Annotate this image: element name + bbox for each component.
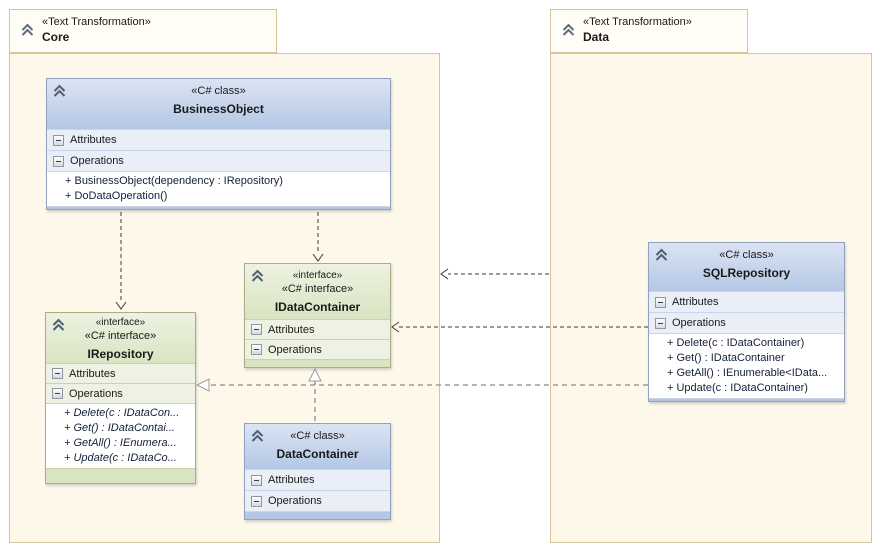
operations-label: Operations bbox=[268, 343, 322, 356]
attributes-section-header[interactable]: Attributes bbox=[46, 363, 195, 383]
class-header: «interface» «C# interface» IDataContaine… bbox=[245, 264, 390, 319]
operation-item[interactable]: + GetAll() : IEnumerable<IData... bbox=[667, 367, 828, 379]
operations-list: + BusinessObject(dependency : IRepositor… bbox=[47, 171, 390, 206]
class-stereotype: «C# class» bbox=[719, 249, 774, 261]
collapse-minus-icon[interactable] bbox=[52, 388, 63, 399]
class-name: SQLRepository bbox=[702, 266, 791, 280]
class-name: DataContainer bbox=[276, 447, 359, 461]
collapse-minus-icon[interactable] bbox=[655, 296, 666, 308]
operation-item[interactable]: + BusinessObject(dependency : IRepositor… bbox=[65, 175, 283, 187]
class-name: IDataContainer bbox=[274, 300, 361, 314]
collapse-minus-icon[interactable] bbox=[53, 155, 64, 167]
dependency-arrow-businessobject-to-irepository[interactable] bbox=[115, 212, 127, 310]
attributes-label: Attributes bbox=[70, 134, 117, 146]
attributes-section-header[interactable]: Attributes bbox=[245, 469, 390, 490]
open-arrowhead-icon bbox=[391, 321, 400, 333]
operations-label: Operations bbox=[70, 155, 124, 167]
package-stereotype: «Text Transformation» bbox=[42, 16, 151, 28]
operation-item[interactable]: + GetAll() : IEnumera... bbox=[64, 437, 177, 449]
class-box-sqlrepository[interactable]: «C# class» SQLRepository Attributes Oper… bbox=[648, 242, 845, 402]
realization-arrow-sqlrepository-to-irepository[interactable] bbox=[195, 378, 648, 392]
attributes-section-header[interactable]: Attributes bbox=[245, 319, 390, 339]
class-header: «C# class» DataContainer bbox=[245, 424, 390, 469]
collapse-minus-icon[interactable] bbox=[251, 344, 262, 355]
operation-item[interactable]: + DoDataOperation() bbox=[65, 190, 168, 202]
interface-box-idatacontainer[interactable]: «interface» «C# interface» IDataContaine… bbox=[244, 263, 391, 368]
class-header: «C# class» SQLRepository bbox=[649, 243, 844, 291]
class-stereotype: «C# interface» bbox=[281, 283, 354, 295]
package-name: Core bbox=[42, 30, 70, 44]
dependency-arrow-businessobject-to-idatacontainer[interactable] bbox=[312, 212, 324, 262]
operation-item[interactable]: + Delete(c : IDataContainer) bbox=[667, 337, 805, 349]
class-footer-bar bbox=[46, 468, 195, 483]
package-data-tab[interactable]: «Text Transformation» Data bbox=[550, 9, 748, 53]
operation-item[interactable]: + Get() : IDataContai... bbox=[64, 422, 175, 434]
class-header: «C# class» BusinessObject bbox=[47, 79, 390, 129]
operation-item[interactable]: + Update(c : IDataCo... bbox=[64, 452, 177, 464]
operations-label: Operations bbox=[69, 387, 123, 400]
class-footer-bar bbox=[245, 511, 390, 519]
collapse-chevron-icon[interactable] bbox=[51, 318, 66, 337]
attributes-section-header[interactable]: Attributes bbox=[649, 291, 844, 312]
operations-section-header[interactable]: Operations bbox=[245, 339, 390, 359]
class-box-businessobject[interactable]: «C# class» BusinessObject Attributes Ope… bbox=[46, 78, 391, 210]
class-footer-bar bbox=[47, 206, 390, 209]
class-header: «interface» «C# interface» IRepository bbox=[46, 313, 195, 363]
package-core-tab[interactable]: «Text Transformation» Core bbox=[9, 9, 277, 53]
package-stereotype: «Text Transformation» bbox=[583, 16, 692, 28]
operation-item[interactable]: + Delete(c : IDataCon... bbox=[64, 407, 180, 419]
collapse-minus-icon[interactable] bbox=[251, 324, 262, 335]
collapse-minus-icon[interactable] bbox=[251, 474, 262, 486]
collapse-minus-icon[interactable] bbox=[655, 317, 666, 329]
operations-section-header[interactable]: Operations bbox=[245, 490, 390, 511]
operations-label: Operations bbox=[268, 495, 322, 507]
interface-stereotype: «interface» bbox=[292, 270, 343, 281]
package-name: Data bbox=[583, 30, 610, 44]
attributes-label: Attributes bbox=[672, 296, 719, 308]
realization-arrow-datacontainer-to-idatacontainer[interactable] bbox=[308, 367, 322, 421]
collapse-minus-icon[interactable] bbox=[52, 368, 63, 379]
class-name: BusinessObject bbox=[173, 102, 264, 116]
collapse-minus-icon[interactable] bbox=[53, 134, 64, 146]
operation-item[interactable]: + Update(c : IDataContainer) bbox=[667, 382, 808, 394]
dependency-arrow-data-package-to-core-package[interactable] bbox=[440, 268, 549, 280]
interface-stereotype: «interface» bbox=[95, 317, 146, 328]
operations-section-header[interactable]: Operations bbox=[46, 383, 195, 403]
class-footer-bar bbox=[245, 359, 390, 367]
open-arrowhead-icon bbox=[312, 253, 324, 262]
operations-label: Operations bbox=[672, 317, 726, 329]
attributes-label: Attributes bbox=[268, 474, 315, 486]
hollow-triangle-arrowhead-icon bbox=[308, 367, 322, 382]
class-stereotype: «C# class» bbox=[191, 85, 246, 97]
attributes-label: Attributes bbox=[69, 367, 116, 380]
class-box-datacontainer[interactable]: «C# class» DataContainer Attributes Oper… bbox=[244, 423, 391, 520]
collapse-chevron-icon[interactable] bbox=[654, 248, 669, 267]
class-name: IRepository bbox=[87, 347, 154, 361]
operations-list: + Delete(c : IDataCon... + Get() : IData… bbox=[46, 403, 195, 468]
class-footer-bar bbox=[649, 398, 844, 401]
collapse-chevron-icon[interactable] bbox=[52, 84, 67, 103]
collapse-chevron-icon[interactable] bbox=[250, 429, 265, 448]
collapse-chevron-icon[interactable] bbox=[561, 23, 576, 42]
operation-item[interactable]: + Get() : IDataContainer bbox=[667, 352, 785, 364]
hollow-triangle-arrowhead-icon bbox=[195, 378, 210, 392]
collapse-chevron-icon[interactable] bbox=[20, 23, 35, 42]
open-arrowhead-icon bbox=[440, 268, 449, 280]
open-arrowhead-icon bbox=[115, 301, 127, 310]
collapse-minus-icon[interactable] bbox=[251, 495, 262, 507]
operations-section-header[interactable]: Operations bbox=[47, 150, 390, 171]
dependency-arrow-sqlrepository-to-idatacontainer[interactable] bbox=[391, 321, 648, 333]
operations-list: + Delete(c : IDataContainer) + Get() : I… bbox=[649, 333, 844, 398]
class-stereotype: «C# interface» bbox=[84, 330, 157, 342]
class-stereotype: «C# class» bbox=[290, 430, 345, 442]
operations-section-header[interactable]: Operations bbox=[649, 312, 844, 333]
interface-box-irepository[interactable]: «interface» «C# interface» IRepository A… bbox=[45, 312, 196, 484]
attributes-section-header[interactable]: Attributes bbox=[47, 129, 390, 150]
attributes-label: Attributes bbox=[268, 323, 315, 336]
collapse-chevron-icon[interactable] bbox=[250, 269, 265, 288]
